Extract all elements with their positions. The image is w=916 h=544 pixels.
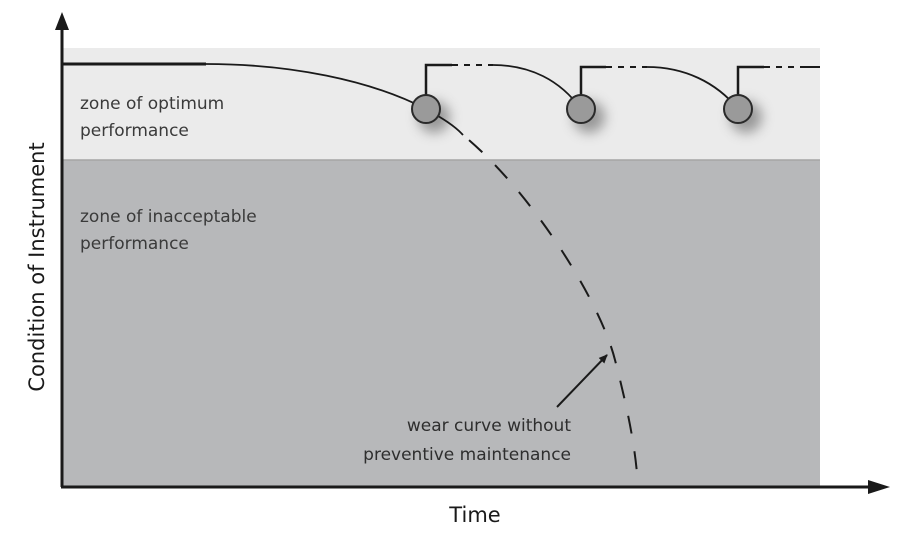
zone-optimum-label-line2: performance: [80, 121, 189, 141]
annotation-label: wear curve without: [407, 416, 571, 436]
zone-inacceptable-label: zone of inacceptable: [80, 207, 257, 227]
maintenance-marker-1: [411, 94, 441, 124]
zone-inacceptable: [62, 160, 820, 487]
zone-optimum-label: zone of optimum: [80, 94, 224, 114]
x-axis-label: Time: [448, 503, 500, 527]
annotation-label-line2: preventive maintenance: [363, 445, 571, 465]
x-axis-arrowhead: [868, 480, 890, 494]
maintenance-marker-2: [566, 94, 596, 124]
annotation-arrow: [556, 354, 608, 408]
maintenance-marker-3: [723, 94, 753, 124]
wear-curve-segment-1: [205, 63, 427, 110]
y-axis-label: Condition of Instrument: [25, 142, 49, 391]
y-axis-arrowhead: [55, 12, 69, 30]
zone-inacceptable-label-line2: performance: [80, 234, 189, 254]
